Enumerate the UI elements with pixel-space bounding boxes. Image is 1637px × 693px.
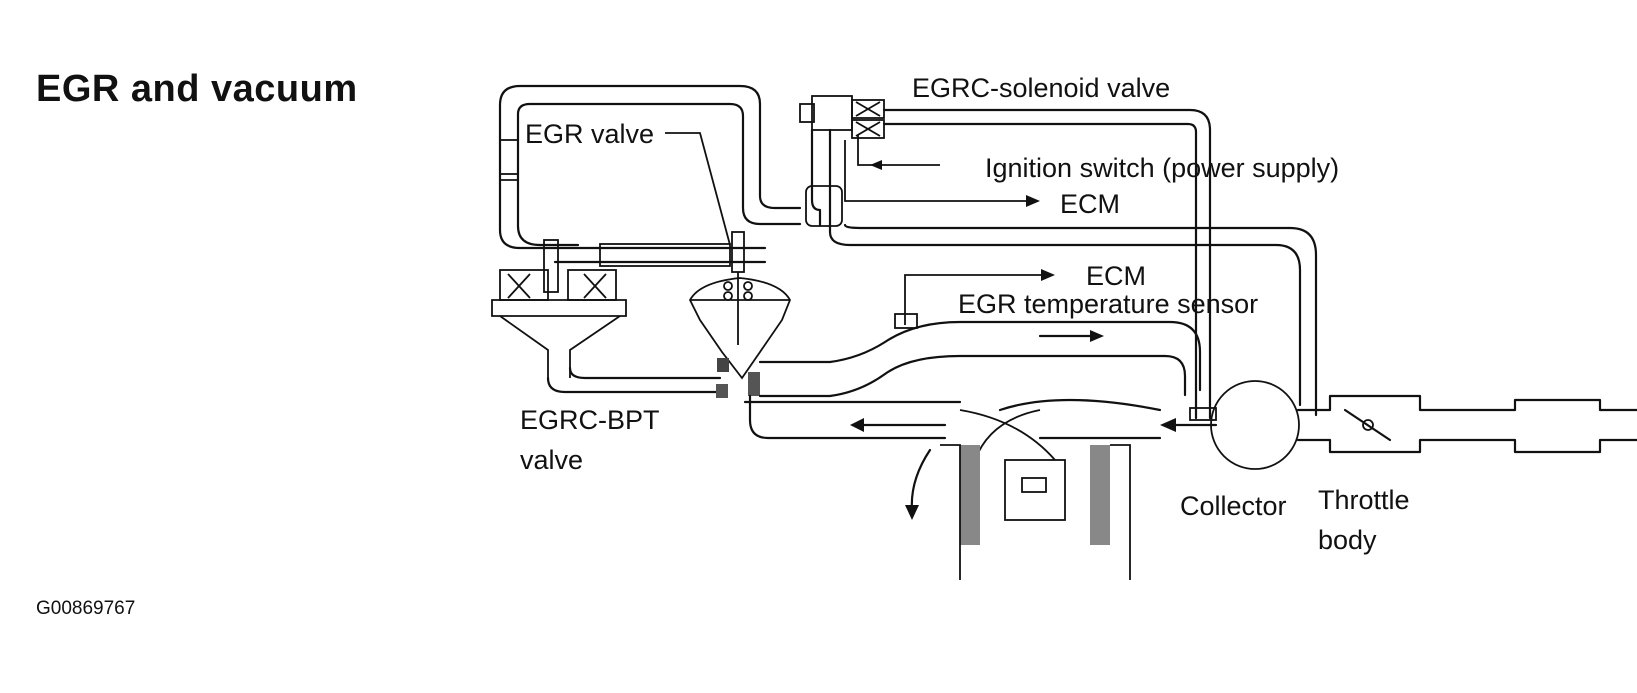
egr-temperature-sensor-label: EGR temperature sensor <box>958 289 1259 319</box>
throttle-body-label-line1: Throttle <box>1318 485 1410 515</box>
egrc-bpt-label-line1: EGRC-BPT <box>520 405 660 435</box>
engine-cylinder <box>743 394 1162 580</box>
collector-and-intake <box>1160 380 1637 470</box>
egrc-solenoid-valve <box>799 95 885 228</box>
figure-code: G00869767 <box>36 598 136 619</box>
vacuum-hose-solenoid-to-throttle <box>882 108 1217 421</box>
wiring-leads <box>665 132 1055 325</box>
egrc-bpt-valve-body <box>491 239 722 394</box>
ecm-label-lower: ECM <box>1086 261 1146 291</box>
vacuum-hose-egr-to-bpt <box>553 243 767 267</box>
egr-valve-body <box>688 231 791 398</box>
ecm-label-upper: ECM <box>1060 189 1120 219</box>
egrc-bpt-label-line2: valve <box>520 445 584 475</box>
egrc-solenoid-valve-label: EGRC-solenoid valve <box>912 73 1171 103</box>
throttle-body-label-line2: body <box>1318 525 1377 555</box>
egr-passage <box>758 313 1202 398</box>
collector-label: Collector <box>1180 491 1287 521</box>
vacuum-hose-bpt-loop <box>498 84 802 250</box>
ignition-switch-label: Ignition switch (power supply) <box>985 153 1340 183</box>
vacuum-hose-solenoid-to-collector <box>828 223 1318 417</box>
diagram-title: EGR and vacuum <box>36 68 358 110</box>
egr-valve-label: EGR valve <box>525 119 655 149</box>
